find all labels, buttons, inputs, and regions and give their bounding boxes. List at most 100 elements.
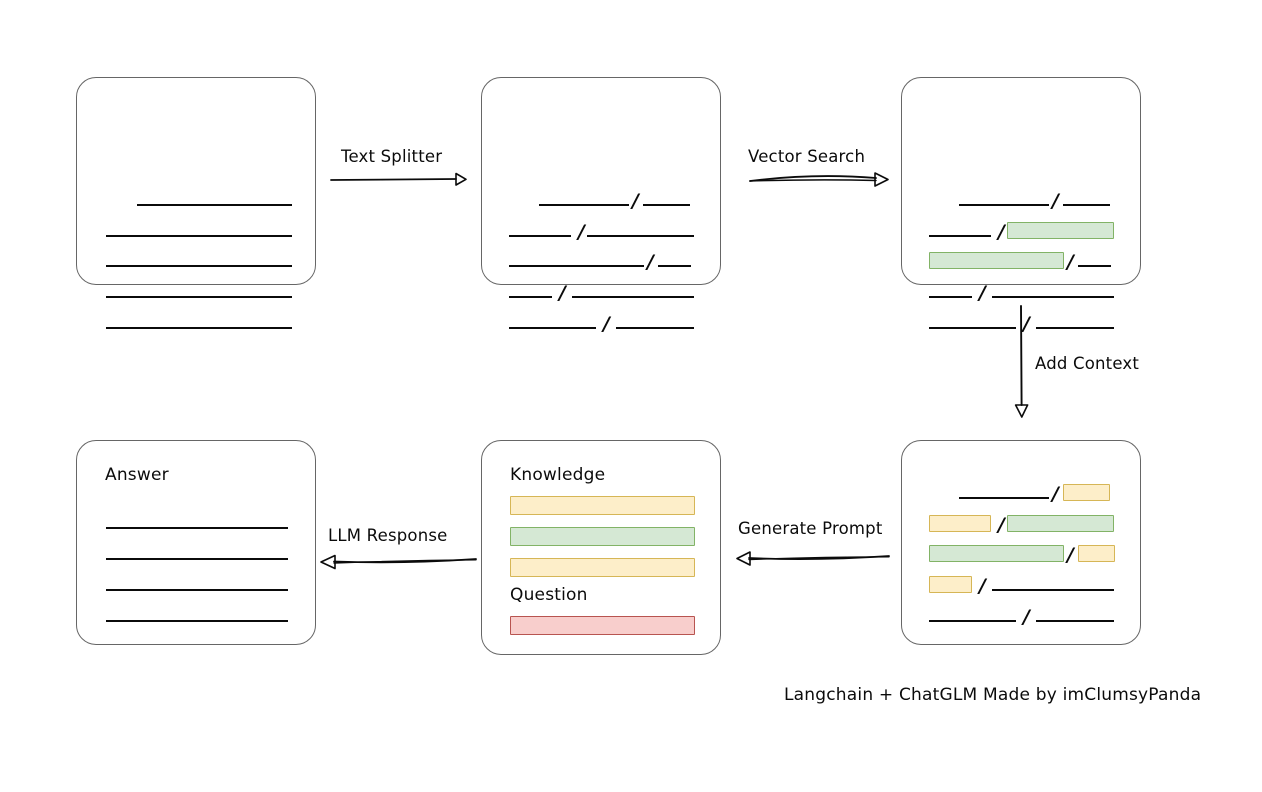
text-chunk xyxy=(539,204,629,206)
context-chunk xyxy=(1062,484,1110,501)
document-line: / xyxy=(902,571,1140,596)
generate-prompt-arrow xyxy=(736,551,890,566)
text-chunk xyxy=(1035,327,1114,329)
text-line xyxy=(106,620,288,622)
text-chunk xyxy=(1077,265,1111,267)
text-line xyxy=(106,296,292,298)
knowledge-bar-1 xyxy=(510,496,695,515)
text-line xyxy=(106,235,292,237)
text-chunk xyxy=(642,204,690,206)
document-line: / xyxy=(902,510,1140,535)
text-chunk xyxy=(1035,620,1114,622)
question-label: Question xyxy=(510,585,588,605)
edge-label-llm-response: LLM Response xyxy=(328,526,448,545)
document-line xyxy=(77,247,315,267)
question-bar xyxy=(510,616,695,635)
text-chunk xyxy=(929,296,972,298)
document-line: / xyxy=(482,247,720,272)
vector-search-arrow xyxy=(749,172,889,187)
document-line: / xyxy=(482,186,720,212)
document-line: / xyxy=(902,247,1140,273)
text-chunk xyxy=(929,235,991,237)
chunk-separator: / xyxy=(979,282,986,304)
document-line: / xyxy=(482,309,720,335)
chunk-separator: / xyxy=(998,221,1005,243)
context-document-lines: / / / / / xyxy=(902,441,1140,644)
text-chunk xyxy=(929,620,1016,622)
chunk-separator: / xyxy=(578,221,585,243)
document-line: / xyxy=(902,309,1140,335)
answer-box[interactable]: Answer xyxy=(76,440,316,645)
text-line xyxy=(106,558,288,560)
knowledge-bar-2 xyxy=(510,527,695,546)
text-chunk xyxy=(586,235,694,237)
source-document-box[interactable] xyxy=(76,77,316,329)
text-chunk xyxy=(509,235,571,237)
text-chunk xyxy=(929,327,1016,329)
document-line: / xyxy=(482,278,720,304)
llm-response-arrow xyxy=(320,554,477,570)
split-document-lines: / / / / / xyxy=(482,78,720,334)
footer-caption: Langchain + ChatGLM Made by imClumsyPand… xyxy=(784,685,1202,705)
answer-line xyxy=(77,540,315,560)
answer-line xyxy=(77,602,315,622)
retrieved-document-lines: / / / / / xyxy=(902,78,1140,334)
chunk-separator: / xyxy=(632,190,639,212)
text-chunk xyxy=(571,296,694,298)
text-chunk xyxy=(657,265,691,267)
text-chunk xyxy=(509,327,596,329)
document-line: / xyxy=(902,602,1140,628)
matched-chunk xyxy=(929,545,1064,562)
edge-label-vector-search: Vector Search xyxy=(748,147,866,166)
answer-label: Answer xyxy=(105,465,169,485)
text-chunk xyxy=(959,204,1049,206)
text-chunk xyxy=(959,497,1049,499)
text-splitter-arrow xyxy=(330,172,467,186)
document-line xyxy=(77,186,315,206)
matched-chunk xyxy=(1006,222,1114,239)
edge-label-add-context: Add Context xyxy=(1035,354,1140,373)
edge-label-text-splitter: Text Splitter xyxy=(341,147,443,166)
text-chunk xyxy=(509,265,644,267)
context-chunk xyxy=(929,515,991,532)
document-line xyxy=(77,309,315,329)
context-document-box[interactable]: / / / / / xyxy=(901,440,1141,645)
chunk-separator: / xyxy=(559,282,566,304)
text-line xyxy=(106,327,292,329)
answer-line xyxy=(77,571,315,591)
context-chunk xyxy=(1077,545,1115,562)
chunk-separator: / xyxy=(603,313,610,335)
matched-chunk xyxy=(1006,515,1114,532)
document-line: / xyxy=(902,278,1140,304)
text-chunk xyxy=(991,296,1114,298)
chunk-separator: / xyxy=(1067,251,1074,273)
text-chunk xyxy=(991,589,1114,591)
chunk-separator: / xyxy=(1052,190,1059,212)
document-line: / xyxy=(902,479,1140,505)
retrieved-document-box[interactable]: / / / / / xyxy=(901,77,1141,334)
matched-chunk xyxy=(929,252,1064,269)
generated-prompt-box[interactable]: Knowledge Question xyxy=(481,440,721,655)
document-line: / xyxy=(482,217,720,243)
text-chunk xyxy=(509,296,552,298)
split-document-box[interactable]: / / / / / xyxy=(481,77,721,334)
document-line: / xyxy=(902,186,1140,212)
document-line: / xyxy=(902,217,1140,243)
text-chunk xyxy=(615,327,694,329)
text-chunk xyxy=(1062,204,1110,206)
chunk-separator: / xyxy=(1023,313,1030,335)
chunk-separator: / xyxy=(1067,544,1074,566)
chunk-separator: / xyxy=(1023,606,1030,628)
answer-line xyxy=(77,509,315,529)
chunk-separator: / xyxy=(1052,483,1059,505)
source-document-lines xyxy=(77,78,315,329)
document-line xyxy=(77,217,315,237)
answer-contents: Answer xyxy=(77,441,315,644)
prompt-contents: Knowledge Question xyxy=(482,441,720,654)
text-line xyxy=(137,204,292,206)
document-line: / xyxy=(902,540,1140,566)
text-line xyxy=(106,265,292,267)
edge-label-generate-prompt: Generate Prompt xyxy=(738,519,883,538)
text-line xyxy=(106,527,288,529)
knowledge-label: Knowledge xyxy=(510,465,606,485)
